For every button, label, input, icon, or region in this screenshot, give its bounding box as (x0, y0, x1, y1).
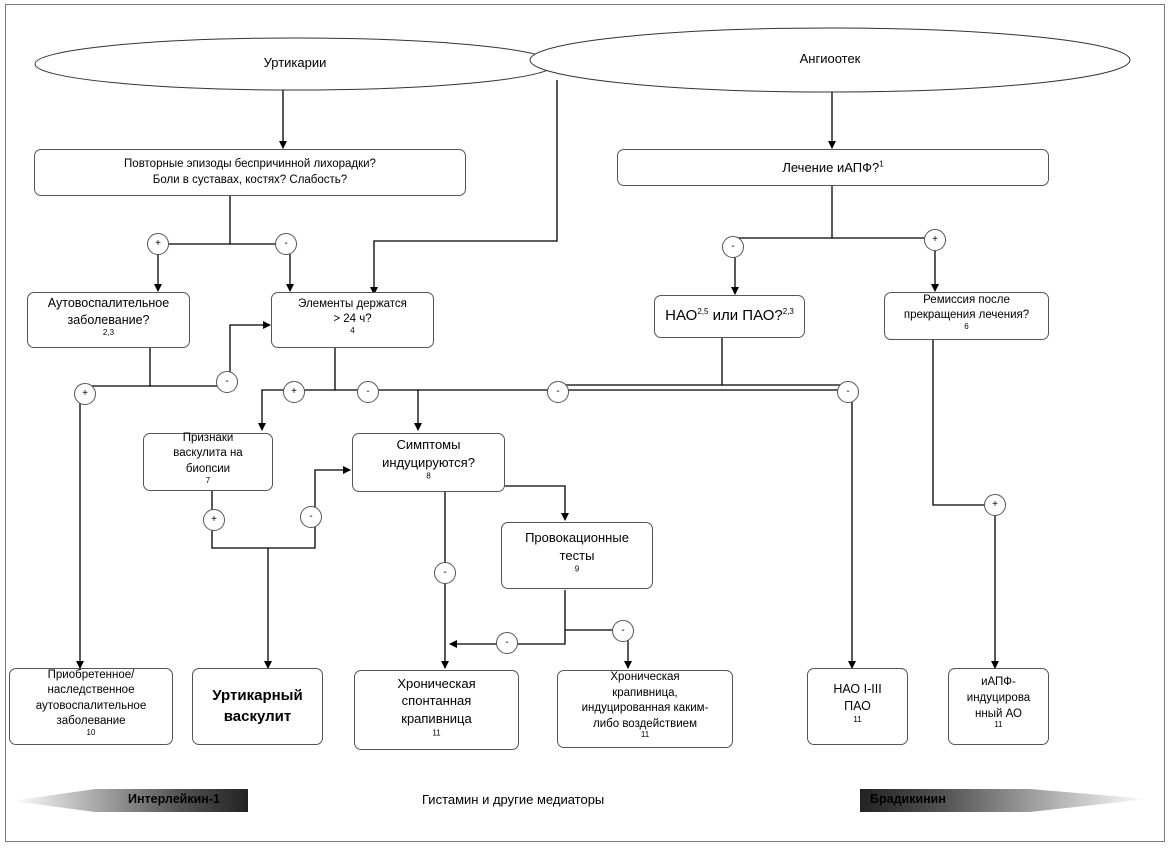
bradykinin-label: Брадикинин (870, 792, 946, 806)
acquired-line1: Приобретенное/ (47, 668, 135, 681)
decision-mark: - (496, 632, 518, 654)
vasc-sup: 7 (205, 475, 211, 485)
urtvasc-line2: васкулит (223, 707, 292, 725)
angioedema-label: Ангиоотек (799, 51, 861, 66)
cindu-line4: либо воздействием (593, 717, 697, 730)
acei-angioedema-box: иАПФ-индуцирова нный АО 11 (948, 668, 1049, 745)
autoinflam-line1: Аутовоспалительное (47, 295, 170, 310)
acei-sup: 1 (879, 159, 884, 169)
urtvasc-line1: Уртикарный (212, 687, 303, 705)
decision-mark: - (547, 381, 569, 403)
decision-mark: + (984, 494, 1006, 516)
acquired-line3: аутовоспалительное (35, 699, 147, 712)
hae-sup1: 2,5 (697, 307, 709, 317)
acquired-hereditary-box: Приобретенное/наследственное аутовоспалит… (9, 668, 173, 745)
remission-sup: 6 (964, 321, 969, 331)
provocation-line1: Провокационные (525, 530, 629, 546)
elements-24h-box: Элементы держатся > 24 ч?4 (271, 292, 434, 348)
decision-mark: - (357, 381, 379, 403)
decision-mark: + (203, 509, 225, 531)
acei-text: Лечение иАПФ? (782, 159, 880, 175)
haetypes-line1: НАО I-III (833, 682, 882, 697)
induced-line1: Симптомы (396, 437, 461, 453)
decision-mark: - (722, 236, 744, 258)
elements-sup: 4 (350, 325, 355, 335)
aceiae-line2: индуцирова (966, 691, 1031, 704)
provocation-line2: тесты (559, 547, 595, 563)
hae-types-box: НАО I-III ПАО 11 (807, 668, 908, 745)
histamine-label: Гистамин и другие медиаторы (422, 792, 605, 807)
decision-mark: - (275, 233, 297, 255)
hae-question-box: НАО2,5 или ПАО?2,3 (654, 295, 805, 338)
csu-line3: крапивница (401, 711, 472, 726)
acei-treatment-box: Лечение иАПФ?1 (617, 149, 1049, 186)
autoinflam-sup: 2,3 (102, 328, 115, 338)
induced-sup: 8 (426, 471, 431, 481)
haetypes-line2: ПАО (844, 699, 871, 714)
fever-line1: Повторные эпизоды беспричинной лихорадки… (124, 157, 376, 170)
interleukin-label: Интерлейкин-1 (128, 792, 220, 806)
csu-line2: спонтанная (401, 693, 472, 709)
cindu-line1: Хроническая (610, 671, 680, 684)
csu-line1: Хроническая (397, 675, 476, 691)
urticaria-label: Уртикарии (263, 55, 327, 70)
acquired-sup: 10 (86, 727, 96, 737)
acquired-line4: заболевание (56, 715, 126, 728)
cindu-box: Хроническая крапивница, индуцированная как… (557, 670, 733, 748)
vasc-line2: васкулита на (173, 447, 243, 460)
provocation-sup: 9 (574, 564, 580, 574)
acquired-line2: наследственное (47, 684, 135, 697)
decision-mark: - (837, 381, 859, 403)
decision-mark: + (74, 383, 96, 405)
aceiae-sup: 11 (994, 720, 1003, 730)
remission-line2: прекращения лечения? (903, 309, 1030, 322)
decision-mark: + (147, 233, 169, 255)
induced-line2: индуцируются? (382, 454, 475, 470)
interleukin-arrow (12, 789, 248, 812)
remission-box: Ремиссия после прекращения лечения?6 (884, 292, 1049, 340)
elements-line2: > 24 ч? (333, 313, 372, 326)
vasc-line3: биопсии (185, 463, 231, 475)
hae-text2: или ПАО? (708, 307, 783, 325)
decision-mark: - (434, 562, 456, 584)
decision-mark: - (300, 506, 322, 528)
csu-box: Хроническая спонтанная крапивница 11 (354, 670, 519, 750)
angioedema-oval (529, 27, 1131, 93)
haetypes-sup: 11 (853, 714, 862, 724)
diagram-frame (5, 4, 1165, 842)
fever-line2: Боли в суставах, костях? Слабость? (152, 173, 348, 186)
csu-sup: 11 (432, 728, 441, 738)
autoinflam-line2: заболевание? (67, 312, 150, 327)
hae-text1: НАО (665, 307, 698, 325)
cindu-line3: индуцированная каким- (581, 702, 709, 715)
decision-mark: + (283, 381, 305, 403)
aceiae-line1: иАПФ- (981, 676, 1016, 689)
elements-line1: Элементы держатся (298, 297, 407, 310)
decision-mark: + (924, 229, 946, 251)
decision-mark: - (612, 620, 634, 642)
remission-line1: Ремиссия после (923, 293, 1010, 306)
autoinflammatory-box: Аутовоспалительное заболевание?2,3 (27, 292, 190, 348)
bradykinin-arrow (860, 789, 1148, 812)
vasc-line1: Признаки (182, 431, 234, 444)
cindu-sup: 11 (640, 730, 650, 740)
fever-question-box: Повторные эпизоды беспричинной лихорадки… (34, 149, 466, 196)
cindu-line2: крапивница, (612, 686, 678, 699)
aceiae-line3: нный АО (975, 707, 1022, 720)
decision-mark: - (216, 371, 238, 393)
urticarial-vasculitis-box: Уртикарный васкулит (192, 668, 323, 745)
hae-sup2: 2,3 (782, 307, 794, 317)
